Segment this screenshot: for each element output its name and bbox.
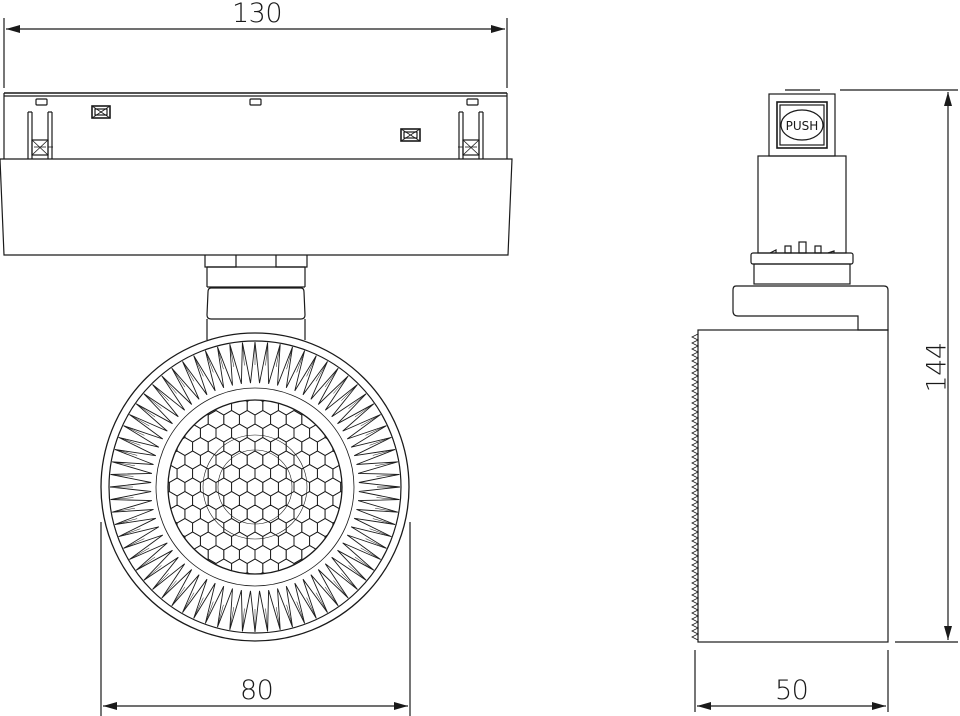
contact-icon (400, 128, 421, 142)
lens-inner-ring (202, 434, 308, 540)
push-label: PUSH (786, 119, 819, 133)
dimension-diameter-80 (100, 700, 411, 716)
clamp-right (458, 111, 484, 159)
dimension-height-144 (840, 89, 958, 643)
dim-label-144: 144 (921, 342, 953, 393)
dimension-depth-50 (694, 650, 889, 712)
mount-front (206, 287, 306, 340)
push-button[interactable] (780, 109, 824, 141)
dimension-width-130 (3, 18, 508, 88)
side-view (691, 89, 889, 643)
dim-label-80: 80 (240, 675, 274, 706)
lens-core-ring (217, 449, 293, 525)
track-adapter-front (0, 92, 513, 288)
honeycomb-lens (168, 400, 342, 574)
clamp-left (27, 111, 53, 159)
reflector-fins (109, 341, 401, 633)
dim-label-130: 130 (232, 0, 283, 29)
lamp-head-front (100, 332, 411, 700)
contact-icon (91, 105, 111, 119)
dim-label-50: 50 (775, 675, 809, 706)
